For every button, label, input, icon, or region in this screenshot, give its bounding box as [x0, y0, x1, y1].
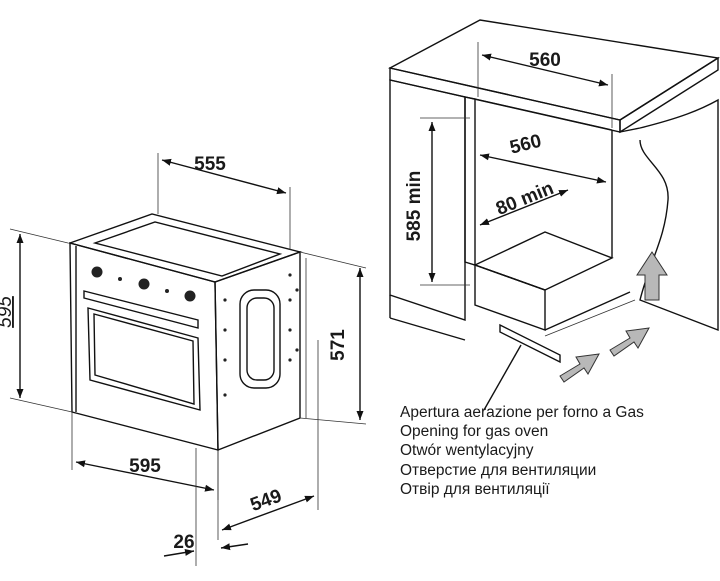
- dim-label: 80 min: [493, 178, 557, 220]
- dim-label: 555: [194, 154, 226, 175]
- cabinet-drawing: [388, 19, 720, 364]
- dim-label: 595: [0, 296, 16, 328]
- caption-line-en: Opening for gas oven: [400, 423, 549, 441]
- airflow-arrow-icon: [609, 327, 650, 357]
- ventilation-caption: Apertura aerazione per forno a Gas Openi…: [400, 403, 644, 499]
- airflow-arrows: [559, 251, 668, 383]
- dim-cabinet-width-outer: 560: [477, 42, 613, 128]
- caption-line-pl: Otwór wentylacyjny: [400, 442, 534, 460]
- dim-ventilation-gap: 80 min: [479, 178, 569, 226]
- knob-icon: [91, 266, 103, 278]
- airflow-arrow-icon: [559, 353, 600, 383]
- knob-icon: [138, 278, 150, 290]
- dim-label: 26: [173, 532, 194, 553]
- dim-label: 549: [248, 486, 285, 517]
- airflow-arrow-icon: [636, 251, 668, 301]
- dim-label: 571: [328, 329, 349, 361]
- caption-leader-line: [483, 344, 522, 411]
- dim-oven-height-side: 571: [299, 251, 367, 510]
- dim-label: 595: [129, 456, 161, 477]
- oven-drawing: [67, 213, 307, 452]
- dim-oven-depth: 549: [217, 450, 315, 540]
- knob-icon: [184, 290, 196, 302]
- dim-cabinet-width-inner: 560: [479, 131, 607, 184]
- dim-label: 585 min: [404, 171, 425, 242]
- caption-line-it: Apertura aerazione per forno a Gas: [400, 404, 644, 421]
- caption-line-ru: Отверстие для вентиляции: [400, 461, 597, 479]
- dim-oven-height-front: 595: [0, 228, 73, 413]
- caption-line-uk: Отвір для вентиляції: [400, 480, 550, 498]
- dim-label: 560: [508, 131, 544, 159]
- dim-label: 560: [529, 50, 561, 71]
- dim-oven-front-thickness: 26: [163, 448, 249, 566]
- dim-cabinet-height: 585 min: [404, 117, 470, 286]
- dim-oven-width-top: 555: [157, 153, 291, 250]
